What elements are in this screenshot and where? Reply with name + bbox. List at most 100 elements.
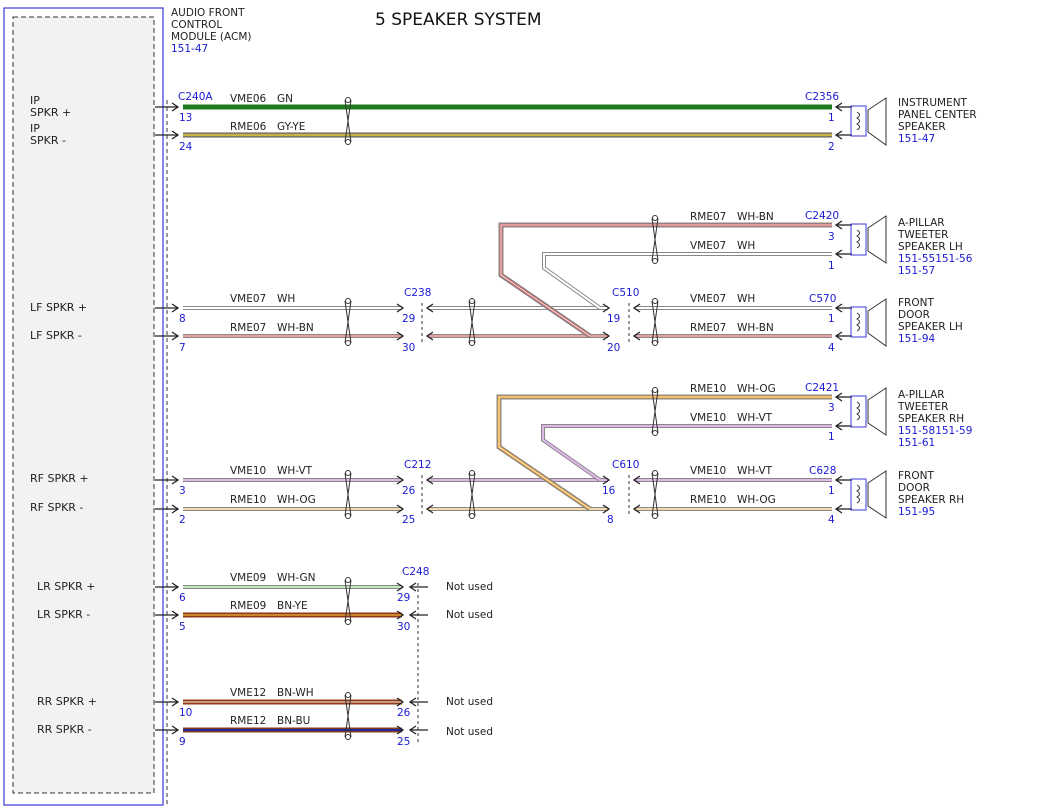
- module-ref: 151-47: [171, 43, 208, 55]
- pin-9: 9: [179, 736, 186, 748]
- circuit-rme10-a: RME10: [230, 494, 266, 506]
- speaker-icon-ip: [850, 97, 887, 146]
- speaker-tw-rh-line2: TWEETER: [897, 401, 948, 413]
- pin-8: 8: [179, 313, 186, 325]
- arrows-lr: [155, 582, 428, 620]
- color-wh-bn-tw: WH-BN: [737, 211, 774, 223]
- circuit-vme10-c: VME10: [690, 465, 726, 477]
- pin-5: 5: [179, 621, 186, 633]
- wire-rme07-tweeter: [498, 222, 832, 339]
- connector-c2420: C2420: [805, 210, 839, 222]
- speaker-tw-lh-ref1: 151-55151-56: [898, 253, 973, 265]
- circuit-vme06: VME06: [230, 93, 267, 105]
- module-label-line1: AUDIO FRONT: [171, 7, 245, 19]
- color-wh-bn-c: WH-BN: [737, 322, 774, 334]
- twist-marker-rr: [344, 692, 352, 740]
- side-label-rr-neg: RR SPKR -: [37, 723, 92, 736]
- circuit-rme10-c: RME10: [690, 494, 726, 506]
- pin-1-door-rh: 1: [828, 485, 835, 497]
- arrows-module-ip: [155, 102, 180, 140]
- twist-markers-lf: [344, 215, 659, 346]
- side-label-ip-pos-1: IP: [30, 94, 40, 107]
- pin-3-tw-lh: 3: [828, 231, 835, 243]
- speaker-icon-door-lh: [850, 298, 887, 347]
- circuit-rme10-tw: RME10: [690, 383, 726, 395]
- pin-29-c238: 29: [402, 313, 415, 325]
- circuit-vme07-a: VME07: [230, 293, 266, 305]
- speaker-door-rh-line3: SPEAKER RH: [898, 494, 964, 506]
- pin-6: 6: [179, 592, 186, 604]
- pin-7: 7: [179, 342, 186, 354]
- circuit-vme10-tw: VME10: [690, 412, 726, 424]
- speaker-door-lh-line3: SPEAKER LH: [898, 321, 963, 333]
- pin-4-door-lh: 4: [828, 342, 835, 354]
- speaker-tw-rh-line3: SPEAKER RH: [898, 413, 964, 425]
- connector-c628: C628: [809, 465, 836, 477]
- color-wh-vt-c: WH-VT: [737, 465, 773, 477]
- pin-24: 24: [179, 141, 193, 153]
- page-title: 5 SPEAKER SYSTEM: [375, 10, 542, 30]
- connector-c2356: C2356: [805, 91, 839, 103]
- side-label-lr-neg: LR SPKR -: [37, 608, 90, 621]
- arrows-speaker-ip: [834, 102, 852, 140]
- speaker-door-rh-ref: 151-95: [898, 506, 935, 518]
- pin-4-door-rh: 4: [828, 514, 835, 526]
- circuit-rme07-a: RME07: [230, 322, 266, 334]
- connector-c240a: C240A: [178, 91, 213, 103]
- pin-25-rr: 25: [397, 736, 410, 748]
- pin-1-tw-lh: 1: [828, 260, 835, 272]
- speaker-tw-lh-line2: TWEETER: [897, 229, 948, 241]
- pin-13: 13: [179, 112, 192, 124]
- wire-rme10-tweeter: [496, 394, 832, 512]
- speaker-ip-line3: SPEAKER: [898, 121, 946, 133]
- color-wh-c: WH: [737, 293, 755, 305]
- speaker-tw-lh-ref2: 151-57: [898, 265, 935, 277]
- speaker-door-rh-line2: DOOR: [898, 482, 930, 494]
- circuit-vme12: VME12: [230, 687, 266, 699]
- pin-25-c212: 25: [402, 514, 415, 526]
- color-wh-bn-a: WH-BN: [277, 322, 314, 334]
- circuit-rme07-c: RME07: [690, 322, 726, 334]
- circuit-rme06: RME06: [230, 121, 267, 133]
- circuit-rme09: RME09: [230, 600, 266, 612]
- connector-c212: C212: [404, 459, 431, 471]
- color-wh-gn: WH-GN: [277, 572, 315, 584]
- arrows-lf: [155, 220, 852, 341]
- speaker-tw-rh-ref1: 151-58151-59: [898, 425, 972, 437]
- speaker-ip-ref: 151-47: [898, 133, 935, 145]
- module-outer-box: [3, 7, 164, 806]
- pin-30-c248: 30: [397, 621, 410, 633]
- arrows-rr: [155, 697, 428, 735]
- pin-1-door-lh: 1: [828, 313, 835, 325]
- pin-3-tw-rh: 3: [828, 402, 835, 414]
- side-label-rf-pos: RF SPKR +: [30, 472, 89, 485]
- side-label-ip-pos-2: SPKR +: [30, 106, 71, 119]
- color-gn: GN: [277, 93, 293, 105]
- pin-8-c610: 8: [607, 514, 614, 526]
- speaker-tw-lh-line3: SPEAKER LH: [898, 241, 963, 253]
- speaker-tw-rh-ref2: 151-61: [898, 437, 935, 449]
- twist-markers-rf: [344, 387, 659, 519]
- pin-26-c212: 26: [402, 485, 416, 497]
- color-gy-ye: GY-YE: [277, 121, 305, 133]
- color-wh-vt-a: WH-VT: [277, 465, 313, 477]
- color-bn-bu: BN-BU: [277, 715, 310, 727]
- connector-c610: C610: [612, 459, 639, 471]
- speaker-icon-tweeter-rh: [850, 387, 887, 436]
- side-label-ip-neg-2: SPKR -: [30, 134, 66, 147]
- twist-marker-lr: [344, 577, 352, 625]
- speaker-icon-tweeter-lh: [850, 215, 887, 264]
- circuit-vme10-a: VME10: [230, 465, 266, 477]
- color-wh-tw: WH: [737, 240, 755, 252]
- speaker-tw-lh-line1: A-PILLAR: [898, 217, 945, 229]
- speaker-door-lh-line1: FRONT: [898, 297, 934, 309]
- circuit-vme07-c: VME07: [690, 293, 726, 305]
- speaker-ip-line1: INSTRUMENT: [898, 97, 968, 109]
- wire-vme07-tweeter: [542, 252, 832, 310]
- speaker-tw-rh-line1: A-PILLAR: [898, 389, 945, 401]
- pin-10: 10: [179, 707, 192, 719]
- module-inner-box: [12, 16, 155, 794]
- connector-c2421: C2421: [805, 382, 839, 394]
- pin-1-tw-rh: 1: [828, 431, 835, 443]
